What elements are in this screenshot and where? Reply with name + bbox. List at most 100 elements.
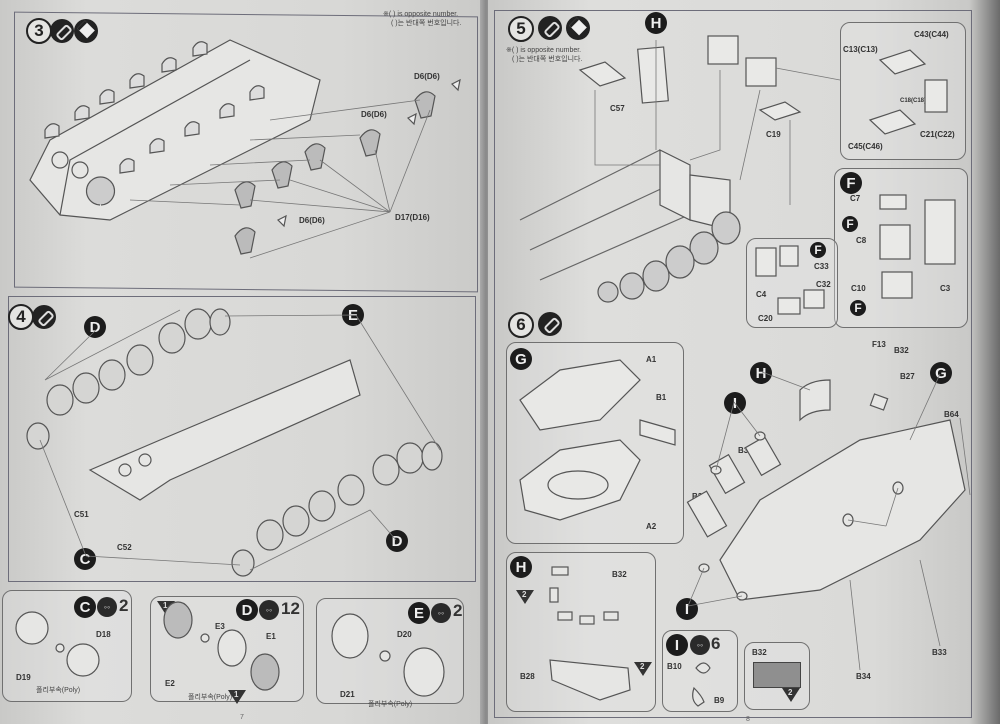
part-label: B10	[667, 662, 682, 671]
part-label: C45(C46)	[848, 142, 883, 151]
part-label: F13	[872, 340, 886, 349]
glue-icon	[538, 312, 562, 336]
marker-triangle: 2	[782, 688, 800, 702]
page-number: 7	[240, 714, 244, 721]
part-label: B9	[714, 696, 725, 705]
part-label: D6(D6)	[361, 110, 387, 119]
paint-icon	[74, 19, 98, 43]
step6-number: 6	[508, 312, 534, 338]
poly-cap-icon: ◦◦	[690, 635, 710, 655]
part-label: C13(C13)	[843, 45, 878, 54]
marker-number: 2	[522, 590, 527, 599]
callout-i: I	[676, 598, 698, 620]
part-label: E3	[215, 622, 225, 631]
glue-icon	[50, 19, 74, 43]
callout-d: D	[84, 316, 106, 338]
marker-triangle: 2	[634, 662, 652, 676]
part-label: D6(D6)	[299, 216, 325, 225]
quantity: 12	[281, 599, 300, 618]
part-label: A1	[646, 355, 657, 364]
poly-label: 폴리부속(Poly)	[188, 694, 233, 701]
part-label: B34	[692, 492, 707, 501]
poly-cap-icon: ◦◦	[259, 600, 279, 620]
callout-f: F	[810, 242, 826, 258]
page-number: 8	[746, 716, 750, 723]
marker-number: 2	[788, 688, 793, 697]
callout-h: H	[645, 12, 667, 34]
poly-label: 폴리부속(Poly)	[36, 687, 81, 694]
subassembly-letter: G	[510, 348, 532, 370]
quantity: 2	[453, 601, 463, 620]
part-label: E1	[266, 632, 276, 641]
part-label: C33	[814, 262, 829, 271]
callout-i: I	[876, 516, 898, 538]
marker-triangle: 1	[157, 601, 175, 615]
part-label: C43(C44)	[914, 30, 949, 39]
part-label: C7	[850, 194, 861, 203]
step4-frame	[8, 296, 476, 582]
part-label: D18	[96, 630, 111, 639]
part-label: D20	[397, 630, 412, 639]
callout-e: E	[342, 304, 364, 326]
part-label: D17(D16)	[395, 213, 430, 222]
part-label: B1	[656, 393, 667, 402]
step5-number: 5	[508, 16, 534, 42]
callout-f: F	[842, 216, 858, 232]
part-label: C4	[756, 290, 767, 299]
poly-cap-icon: ◦◦	[431, 603, 451, 623]
glue-icon	[538, 16, 562, 40]
note-line-en: ※( ) is opposite number.	[383, 11, 459, 18]
marker-triangle: 2	[516, 590, 534, 604]
marker-number: 2	[640, 662, 645, 671]
subassembly-letter: H	[510, 556, 532, 578]
part-label: B33	[932, 648, 947, 657]
poly-label: 폴리부속(Poly)	[368, 701, 413, 708]
opposite-number-note: ※( ) is opposite number. ( )는 반대쪽 번호입니다.	[506, 46, 582, 64]
part-label: A2	[646, 522, 657, 531]
subassembly-letter: C	[74, 596, 96, 618]
callout-d: D	[386, 530, 408, 552]
poly-cap-icon: ◦◦	[97, 597, 117, 617]
opposite-number-note: ※( ) is opposite number. ( )는 반대쪽 번호입니다.	[383, 10, 461, 28]
part-label: C18(C18)	[900, 98, 927, 104]
marker-number: 1	[234, 690, 239, 699]
part-label: C51	[74, 510, 89, 519]
subassembly-box-c43	[840, 22, 966, 160]
glue-icon	[32, 305, 56, 329]
marker-number: 1	[163, 601, 168, 610]
part-label: C52	[117, 543, 132, 552]
part-label: C19	[766, 130, 781, 139]
part-label: C3	[940, 284, 951, 293]
right-page-frame	[494, 10, 972, 718]
subassembly-letter: F	[840, 172, 862, 194]
part-label: C32	[816, 280, 831, 289]
callout-i: I	[724, 392, 746, 414]
part-label: B28	[520, 672, 535, 681]
subassembly-letter: E	[408, 602, 430, 624]
part-label: D21	[340, 690, 355, 699]
callout-h: H	[750, 362, 772, 384]
marker-triangle: 1	[228, 690, 246, 704]
step3-number: 3	[26, 18, 52, 44]
part-label: B64	[944, 410, 959, 419]
part-label: B32	[612, 570, 627, 579]
callout-c: C	[74, 548, 96, 570]
part-label: C8	[856, 236, 867, 245]
part-b32-plate	[753, 662, 801, 688]
part-label: C57	[610, 104, 625, 113]
note-line-en: ※( ) is opposite number.	[506, 47, 582, 54]
part-label: D19	[16, 673, 31, 682]
subassembly-letter: I	[666, 634, 688, 656]
part-label: B27	[900, 372, 915, 381]
part-label: B32	[752, 648, 767, 657]
part-label: B34	[856, 672, 871, 681]
part-label: C20	[758, 314, 773, 323]
note-line-ko: ( )는 반대쪽 번호입니다.	[512, 56, 583, 63]
part-label: E2	[165, 679, 175, 688]
callout-f: F	[850, 300, 866, 316]
quantity: 2	[119, 596, 129, 615]
quantity: 6	[711, 634, 721, 653]
part-label: B33	[738, 446, 753, 455]
step4-number: 4	[8, 304, 34, 330]
